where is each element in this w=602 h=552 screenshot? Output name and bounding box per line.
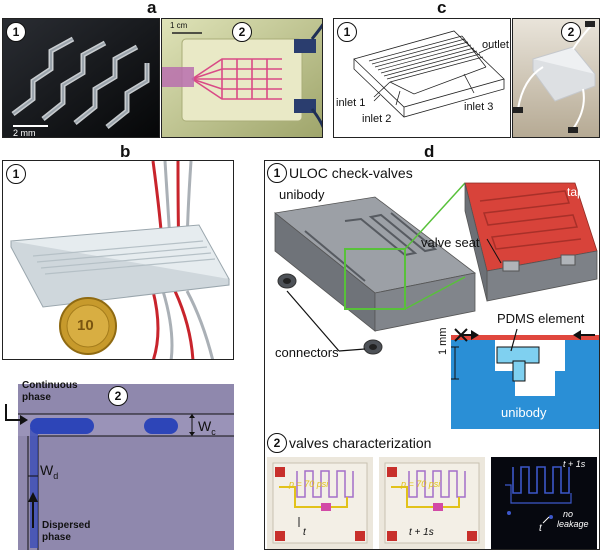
label-wd-sub: d [53, 470, 59, 481]
label-wd-main: W [40, 462, 54, 478]
label-tape: tape [567, 185, 591, 199]
time-label-2: t + 1s [409, 527, 434, 538]
photo-a2-printed-device: 2 1 cm [161, 18, 323, 138]
scale-label-a1: 2 mm [13, 128, 36, 138]
label-outlet: outlet [482, 39, 509, 51]
badge-a1: 1 [6, 22, 26, 42]
label-inlet-1: inlet 1 [336, 97, 366, 109]
pressure-label-1: p = 70 psi [289, 479, 329, 489]
time-label-3a: t + 1s [563, 459, 586, 469]
label-leakage: leakage [557, 519, 589, 529]
label-connectors: connectors [275, 345, 339, 360]
label-no: no [563, 509, 574, 519]
label-valve-seat: valve seat [421, 235, 480, 250]
printed-channel-illustration [3, 19, 159, 137]
badge-d1: 1 [267, 163, 287, 183]
label-unibody-bottom: unibody [501, 405, 547, 420]
glass-chip-illustration [10, 161, 230, 359]
scale-label-a2: 1 cm [170, 21, 188, 30]
photo-b1-chip: 1 10 [2, 160, 234, 360]
panel-letter-d: d [424, 142, 435, 161]
label-wd: Wd [40, 462, 58, 481]
time-label-3b: t [539, 523, 542, 534]
micrograph-b2-t-junction: Continuous phase 2 Wc Wd Dispersed phase [2, 368, 234, 550]
panel-letter-a: a [147, 0, 157, 17]
badge-d2: 2 [267, 433, 287, 453]
badge-b2: 2 [108, 386, 128, 406]
pressure-label-2: p = 70 psi [401, 479, 441, 489]
micrograph-background [18, 384, 234, 550]
fluorescence-illustration [505, 466, 572, 524]
label-inlet-3: inlet 3 [464, 101, 494, 113]
label-pdms-element: PDMS element [497, 311, 585, 326]
photo-d2-frame-t1s: p = 70 psi t + 1s [379, 457, 485, 549]
cad-illustration [353, 30, 505, 118]
badge-c1: 1 [337, 22, 357, 42]
title-uloc-check-valves: ULOC check-valves [289, 165, 413, 181]
badge-c2: 2 [561, 22, 581, 42]
photo-d2-frame-t: p = 70 psi t [267, 457, 373, 549]
time-label-1: t [303, 527, 306, 538]
panel-d-frame: 1 ULOC check-valves [264, 160, 600, 550]
label-scale-1mm: 1 mm [437, 327, 449, 356]
label-wc-main: W [198, 418, 212, 434]
label-wc: Wc [198, 418, 216, 437]
uloc-valve-illustration [274, 182, 599, 429]
coin-value: 10 [77, 317, 94, 334]
badge-a2: 2 [232, 22, 252, 42]
valve-frame-illustration-2 [384, 462, 480, 544]
label-wc-sub: c [211, 426, 216, 437]
photo-a1-printed-chip: 1 2 mm [2, 18, 160, 138]
panel-letter-b: b [120, 142, 131, 161]
cad-c1-device: 1 outlet inlet 1 inlet 2 inlet 3 [333, 18, 511, 138]
badge-b1: 1 [6, 164, 26, 184]
device-photo-illustration [513, 19, 599, 137]
photo-c2-device: 2 [512, 18, 600, 138]
photo-d2-fluorescence: t + 1s t no leakage [491, 457, 597, 549]
t-junction-illustration [5, 404, 234, 550]
label-unibody-top: unibody [279, 187, 325, 202]
label-dispersed-phase: Dispersed phase [42, 520, 91, 543]
valve-frame-illustration-1 [272, 462, 368, 544]
label-inlet-2: inlet 2 [362, 113, 392, 125]
panel-letter-c: c [437, 0, 447, 17]
title-valves-characterization: valves characterization [289, 435, 432, 451]
label-continuous-phase: Continuous phase [22, 380, 78, 403]
